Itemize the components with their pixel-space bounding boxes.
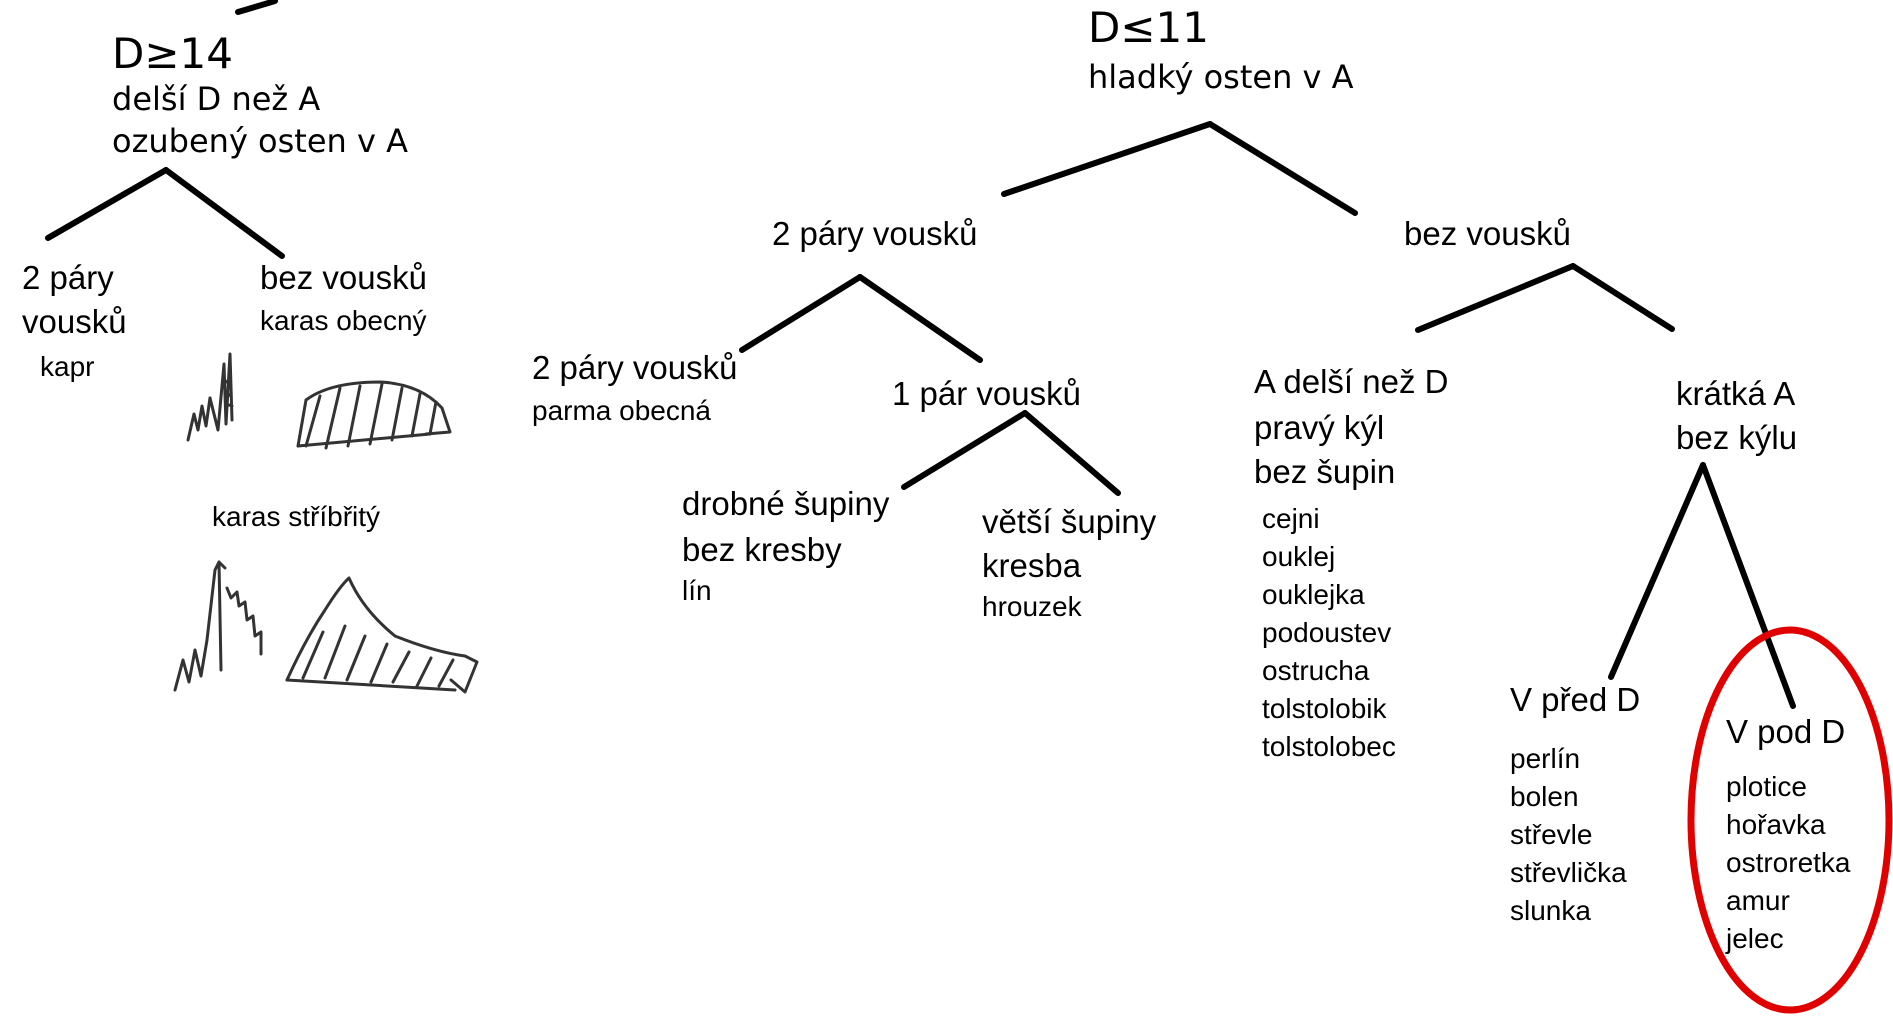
list-item: bolen [1510, 781, 1579, 813]
v-before-title: V před D [1510, 681, 1641, 718]
v-under-species-list: plotice hořavka ostroretka amur jelec [1726, 768, 1851, 958]
barbels-title: 2 páry vousků [772, 215, 978, 252]
list-item: ouklej [1262, 541, 1336, 573]
two-pairs-title: 2 páry vousků [532, 349, 738, 386]
no-barbels-title: bez vousků [1404, 215, 1571, 252]
edge-right-to-nobarbels [1207, 121, 1358, 216]
right-branch-header: D≤11 [1088, 3, 1209, 52]
edge-nobarbels-to-shorta [1570, 263, 1675, 332]
edge-right-to-barbels [1001, 121, 1213, 197]
list-item: tolstolobik [1262, 693, 1387, 725]
list-item: střevle [1510, 819, 1593, 851]
long-a-line-3: bez šupin [1254, 453, 1396, 490]
large-scales-species: hrouzek [982, 591, 1082, 622]
left-barbels-species: kapr [40, 351, 95, 382]
list-item: perlín [1510, 743, 1581, 774]
left-barbels-label-2: vousků [22, 303, 127, 340]
list-item: slunka [1510, 895, 1591, 927]
edge-one-to-large [1022, 410, 1121, 496]
v-before-species-list: perlín bolen střevle střevlička slunka [1510, 740, 1627, 930]
list-item: tolstolobec [1262, 731, 1396, 763]
large-scales-line-2: kresba [982, 547, 1082, 584]
highlight-ellipse [1687, 626, 1893, 1014]
sketch-karas-obecny [186, 352, 452, 450]
list-item: jelec [1726, 923, 1784, 955]
edge-shorta-to-vunder [1700, 462, 1796, 709]
short-a-line-1: krátká A [1676, 375, 1796, 412]
edge-barbels-to-two [739, 274, 863, 353]
small-scales-species: lín [682, 575, 712, 606]
edge-one-to-small [901, 410, 1028, 490]
list-item: amur [1726, 885, 1790, 917]
edge-left-to-barbels [45, 167, 169, 241]
v-under-title: V pod D [1726, 713, 1846, 750]
two-pairs-species: parma obecná [532, 395, 712, 426]
long-a-line-1: A delší než D [1254, 363, 1449, 400]
arrow-fragment [235, 0, 278, 15]
small-scales-line-2: bez kresby [682, 531, 842, 568]
list-item: podoustev [1262, 617, 1392, 649]
sketch-karas-stribrity [173, 560, 479, 694]
long-a-species-list: cejni ouklej ouklejka podoustev ostrucha… [1262, 500, 1396, 767]
list-item: střevlička [1510, 857, 1627, 889]
list-item: ostroretka [1726, 847, 1851, 879]
list-item: ouklejka [1262, 579, 1365, 611]
large-scales-line-1: větší šupiny [982, 503, 1157, 540]
short-a-line-2: bez kýlu [1676, 419, 1798, 456]
list-item: cejni [1262, 503, 1320, 534]
left-branch-desc-2: ozubený osten v A [112, 122, 408, 160]
left-nobarbels-species2: karas stříbřitý [212, 501, 381, 532]
left-branch-header: D≥14 [112, 29, 233, 78]
list-item: plotice [1726, 771, 1807, 802]
left-branch-desc-1: delší D než A [112, 80, 321, 118]
long-a-line-2: pravý kýl [1254, 409, 1385, 446]
right-branch-desc: hladký osten v A [1088, 58, 1354, 96]
left-nobarbels-title: bez vousků [260, 259, 427, 296]
edge-nobarbels-to-longa [1415, 263, 1576, 333]
edge-barbels-to-one [857, 274, 983, 363]
one-pair-title: 1 pár vousků [892, 375, 1081, 412]
list-item: ostrucha [1262, 655, 1370, 687]
edge-left-to-nobarbels [163, 167, 285, 259]
left-barbels-label-1: 2 páry [22, 259, 114, 296]
edge-shorta-to-vbefore [1608, 462, 1706, 680]
list-item: hořavka [1726, 809, 1826, 841]
left-nobarbels-species: karas obecný [260, 305, 427, 336]
small-scales-line-1: drobné šupiny [682, 485, 890, 522]
